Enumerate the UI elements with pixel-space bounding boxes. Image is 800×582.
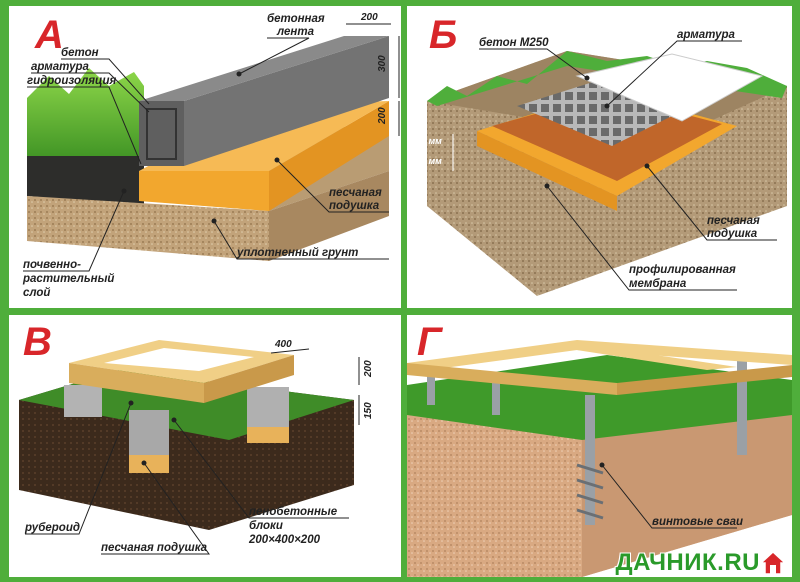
- label-sand-cushion: песчаная подушка: [101, 542, 208, 554]
- dim-sand-height: 200: [377, 107, 388, 125]
- label-concrete: бетон: [61, 47, 99, 59]
- sand-cushion-side: [269, 101, 389, 211]
- block-right: [247, 387, 289, 427]
- sand-cushion-front: [139, 171, 269, 211]
- pile-4: [737, 355, 747, 455]
- label-rebar: арматура: [31, 61, 90, 73]
- concrete-strip-top: [139, 36, 389, 101]
- logo-text: ДАЧНИК.RU: [615, 549, 760, 576]
- label-topsoil-3: слой: [23, 287, 50, 299]
- label-topsoil-1: почвенно-: [23, 259, 81, 271]
- label-topsoil-2: растительный: [22, 273, 114, 285]
- wood-beam-side: [617, 365, 792, 395]
- block-foundation-diagram: 400 200 150 В рубероид песчаная подушка …: [19, 320, 374, 555]
- panel-slab-foundation: Б бетон М250 арматура 200 мм 200 мм песч…: [407, 6, 792, 308]
- label-roofing-felt: рубероид: [24, 522, 80, 534]
- label-sand-cushion-2: подушка: [707, 228, 758, 240]
- label-membrane-2: мембрана: [629, 278, 687, 290]
- panel-strip-foundation: 200 300 200 А бетон арматура гидроизоляц…: [9, 6, 401, 308]
- sand-cushion-edge: [477, 131, 617, 211]
- wood-frame-hole: [104, 348, 254, 371]
- concrete-strip-side: [184, 36, 389, 166]
- strip-foundation-diagram: 200 300 200 А бетон арматура гидроизоляц…: [22, 12, 400, 299]
- label-blocks-2: блоки: [249, 520, 283, 532]
- panel-letter-c: В: [23, 320, 52, 364]
- panel-letter-b: Б: [429, 13, 457, 57]
- label-membrane-1: профилированная: [629, 264, 736, 276]
- dim-width: 400: [274, 339, 292, 350]
- dim-width: 200: [360, 12, 378, 23]
- pile-2: [492, 375, 500, 415]
- panel-block-foundation: 400 200 150 В рубероид песчаная подушка …: [9, 315, 401, 577]
- panel-pile-foundation: Г винтовые сваи: [407, 315, 792, 577]
- pile-screw: [576, 463, 604, 520]
- dim-h2: 150: [363, 402, 374, 419]
- label-screw-piles: винтовые сваи: [652, 516, 743, 528]
- house-icon: [760, 550, 786, 575]
- slab-foundation-diagram: Б бетон М250 арматура 200 мм 200 мм песч…: [410, 13, 787, 296]
- wood-beam-back: [407, 340, 792, 373]
- wood-beam-front: [407, 363, 617, 395]
- label-rebar: арматура: [677, 29, 736, 41]
- label-sand-cushion-1: песчаная: [707, 215, 760, 227]
- label-concrete-m250: бетон М250: [479, 37, 549, 49]
- topsoil-layer: [27, 156, 144, 206]
- dim-strip-height: 300: [377, 55, 388, 72]
- pile-3: [585, 395, 595, 525]
- concrete-slab: [575, 53, 764, 122]
- block-left: [64, 385, 102, 417]
- label-blocks-3: 200×400×200: [248, 534, 321, 546]
- label-sand-cushion-2: подушка: [329, 200, 380, 212]
- pile-foundation-diagram: Г винтовые сваи: [407, 320, 792, 577]
- label-compacted-soil: уплотненный грунт: [236, 247, 358, 259]
- label-concrete-strip-1: бетонная: [267, 13, 325, 25]
- site-logo[interactable]: ДАЧНИК.RU: [615, 548, 786, 578]
- label-sand-cushion-1: песчаная: [329, 187, 382, 199]
- label-waterproofing: гидроизоляция: [27, 75, 116, 87]
- rebar-frame: [146, 108, 177, 160]
- grass: [27, 68, 144, 166]
- wood-frame-front: [69, 363, 204, 403]
- sand-under-block: [129, 455, 169, 473]
- label-concrete-strip-2: лента: [276, 26, 315, 38]
- wood-beam-mid: [557, 345, 737, 370]
- concrete-strip-end: [139, 101, 184, 166]
- compacted-soil-side: [269, 171, 389, 261]
- panel-letter-d: Г: [417, 320, 444, 364]
- dim-d2: 200 мм: [410, 156, 442, 166]
- label-blocks-1: пенобетонные: [249, 506, 338, 518]
- panel-letter-a: А: [34, 13, 64, 57]
- compacted-soil-front: [27, 196, 269, 261]
- dim-h1: 200: [363, 360, 374, 378]
- dim-d1: 200 мм: [410, 136, 442, 146]
- wood-frame-side: [204, 355, 294, 403]
- pile-1: [427, 365, 435, 405]
- block-front: [129, 410, 169, 455]
- sand-under-block-right: [247, 427, 289, 443]
